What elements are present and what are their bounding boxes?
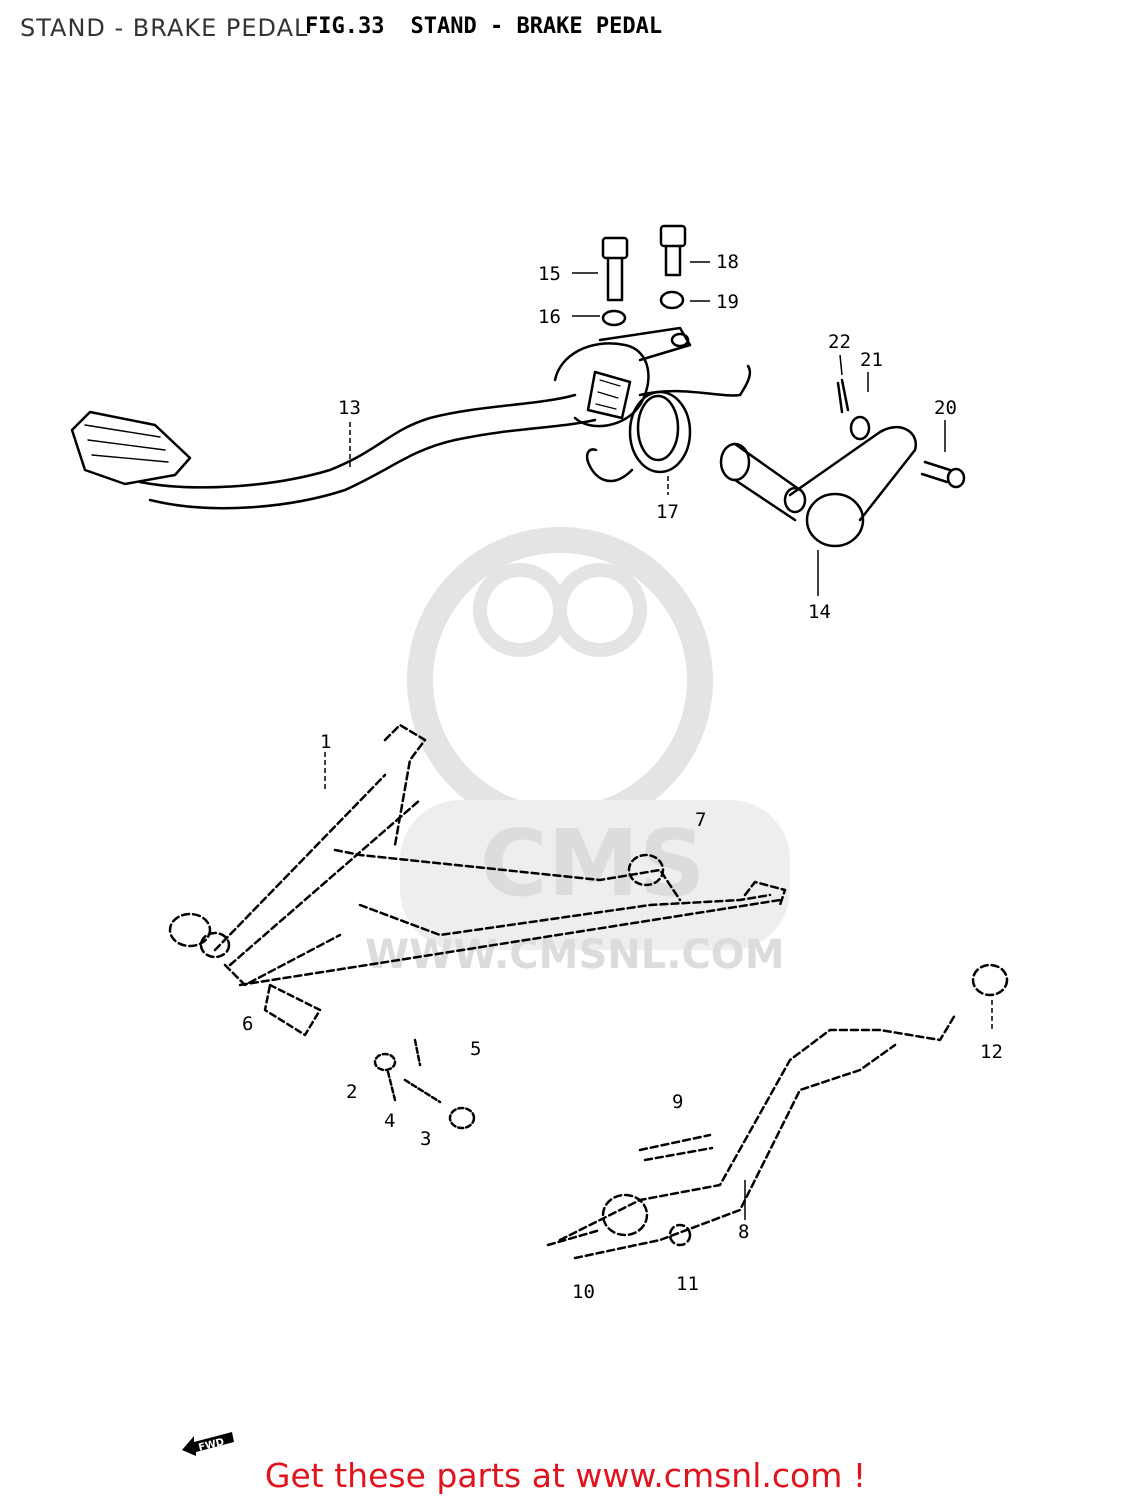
callout-6: 6 (242, 1013, 253, 1035)
callout-2: 2 (346, 1081, 357, 1103)
cotter-pin-22 (836, 378, 850, 414)
stand-bushing-6 (263, 983, 322, 1037)
figure-title: FIG.33 STAND - BRAKE PEDAL (305, 14, 688, 39)
brake-pedal-arm (70, 326, 692, 510)
pin-3 (403, 1078, 476, 1130)
callout-9: 9 (672, 1091, 683, 1113)
bolt-20 (920, 460, 966, 489)
callout-14: 14 (808, 601, 831, 623)
return-spring (585, 364, 752, 483)
washer-16 (601, 309, 627, 327)
clip-4 (386, 1070, 397, 1102)
watermark: CMS WWW.CMSNL.COM (365, 527, 790, 978)
callout-8: 8 (738, 1221, 749, 1243)
bolt-18 (659, 224, 687, 277)
watermark-brand: CMS (480, 810, 705, 917)
callout-17-top: 17 (656, 501, 679, 523)
washer-21 (849, 415, 871, 441)
callout-16: 16 (538, 306, 561, 328)
callout-15: 15 (538, 263, 561, 285)
pedal-shaft (719, 426, 918, 548)
side-stand (546, 963, 1009, 1260)
callout-19: 19 (716, 291, 739, 313)
callout-13: 13 (338, 397, 361, 419)
footer-link[interactable]: Get these parts at www.cmsnl.com ! (264, 1456, 867, 1495)
nut-19 (659, 290, 685, 310)
callout-3: 3 (420, 1128, 431, 1150)
callout-1: 1 (320, 731, 331, 753)
callout-10: 10 (572, 1281, 595, 1303)
bolt-15 (601, 236, 629, 302)
callout-4: 4 (384, 1110, 395, 1132)
callout-21: 21 (860, 349, 883, 371)
figure-number: FIG.33 (305, 14, 385, 39)
callout-12: 12 (980, 1041, 1003, 1063)
callout-labels: 15 16 18 19 13 22 21 20 17 14 1 7 6 5 2 … (242, 251, 1003, 1303)
callout-11: 11 (676, 1273, 699, 1295)
fwd-arrow-icon: FWD (182, 1432, 234, 1456)
fwd-label: FWD (197, 1437, 225, 1454)
figure-caption: STAND - BRAKE PEDAL (410, 14, 663, 39)
callout-22: 22 (828, 331, 851, 353)
callout-20: 20 (934, 397, 957, 419)
center-stand (168, 723, 787, 987)
callout-7: 7 (695, 809, 706, 831)
callout-18: 18 (716, 251, 739, 273)
pin-2 (373, 1052, 397, 1072)
page-title: STAND - BRAKE PEDAL (20, 14, 309, 42)
callout-5: 5 (470, 1038, 481, 1060)
cap-7 (627, 853, 665, 887)
spring-5 (413, 1038, 422, 1067)
